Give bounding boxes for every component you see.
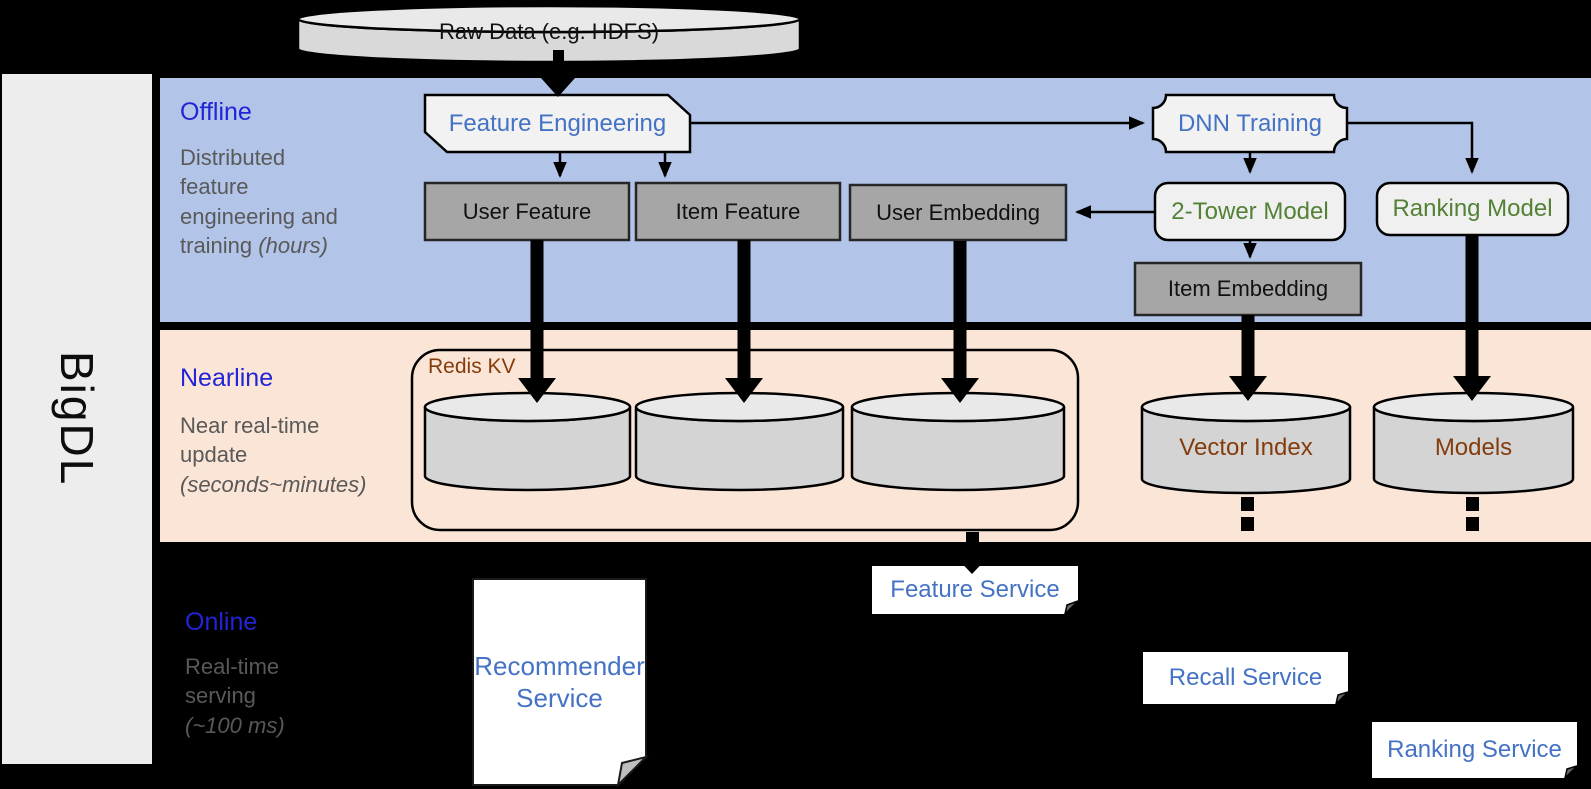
dash-vector-index-1 (1241, 497, 1254, 511)
offline-band-title: Offline (180, 98, 252, 126)
nearline-desc-italic: (seconds~minutes) (180, 471, 367, 497)
offline-desc-line: Distributed (180, 145, 286, 170)
dash-redis-to-feature-service (966, 532, 979, 550)
ranking-service-label: Ranking Service (1387, 736, 1562, 763)
redis-cylinder-1 (423, 391, 632, 492)
item-feature-label: Item Feature (675, 198, 801, 224)
vector-index-label: Vector Index (1179, 434, 1313, 461)
arrow-item-feature-to-redis (725, 240, 763, 403)
feature-service-label: Feature Service (890, 576, 1060, 603)
bigdl-sidebar: BigDL (2, 74, 152, 764)
feature-engineering-label: Feature Engineering (448, 109, 667, 137)
nearline-desc-line: Near real-time (180, 413, 320, 438)
arrowhead-to-feature-service (953, 554, 991, 574)
user-embedding-shape (848, 183, 1068, 242)
feature-service-shape (872, 566, 1079, 617)
offline-band-description: Distributed feature engineering and trai… (180, 143, 338, 260)
recommender-service-shape (472, 578, 650, 788)
item-embedding-shape (1133, 261, 1363, 317)
arrow-dnn-to-ranking-model (1347, 121, 1479, 175)
dash-models-2 (1466, 517, 1479, 531)
dash-vector-index-2 (1241, 517, 1254, 531)
redis-cylinder-2 (634, 391, 845, 492)
dashed-storage-to-service-arrows (953, 497, 1479, 574)
online-band-title: Online (185, 608, 258, 636)
dnn-training-shape (1151, 93, 1349, 154)
offline-desc-line: training (hours) (180, 231, 338, 260)
offline-desc-line: engineering and (180, 203, 338, 229)
models-cylinder (1372, 391, 1575, 495)
offline-desc-text: training (180, 232, 259, 258)
redis-cylinder-3 (850, 391, 1066, 492)
raw-data-cylinder (296, 4, 802, 64)
nearline-desc-line: update (180, 442, 248, 468)
arrow-item-embedding-to-vector-index (1229, 315, 1267, 401)
user-feature-label: User Feature (462, 198, 592, 224)
recall-service-label: Recall Service (1168, 664, 1323, 691)
recall-service-shape (1143, 652, 1349, 707)
flow-arrows (553, 116, 1479, 260)
arrow-user-feature-to-redis (518, 240, 556, 403)
online-desc-line: serving (185, 683, 256, 709)
arrow-raw-data-to-fe (541, 50, 575, 97)
vector-index-cylinder (1140, 391, 1352, 495)
feature-engineering-shape (423, 93, 692, 154)
item-embedding-label: Item Embedding (1167, 276, 1329, 302)
models-label: Models (1434, 434, 1513, 461)
ranking-model-label: Ranking Model (1392, 195, 1553, 222)
dash-models-1 (1466, 497, 1479, 511)
offline-desc-italic: (hours) (258, 232, 328, 258)
recommender-service-label: Recommender Service (474, 650, 645, 714)
online-band-description: Real-time serving (~100 ms) (185, 652, 285, 740)
storage-arrows (518, 235, 1491, 403)
ranking-service-shape (1372, 722, 1578, 781)
nearline-band-title: Nearline (180, 364, 274, 392)
two-tower-model-label: 2-Tower Model (1171, 197, 1329, 225)
nearline-band-description: Near real-time update (seconds~minutes) (180, 411, 366, 499)
redis-kv-label: Redis KV (428, 354, 516, 378)
raw-data-label: Raw Data (e.g. HDFS) (438, 19, 660, 45)
user-embedding-label: User Embedding (876, 199, 1040, 225)
bigdl-label: BigDL (51, 351, 103, 487)
user-feature-shape (423, 181, 631, 242)
online-desc-line: Real-time (185, 654, 280, 679)
arrow-ranking-model-to-models (1453, 235, 1491, 401)
item-feature-shape (634, 181, 842, 242)
arrow-user-embedding-to-redis (941, 241, 979, 403)
offline-desc-line: feature (180, 174, 249, 200)
online-desc-italic: (~100 ms) (185, 712, 285, 738)
dnn-training-label: DNN Training (1177, 109, 1323, 137)
